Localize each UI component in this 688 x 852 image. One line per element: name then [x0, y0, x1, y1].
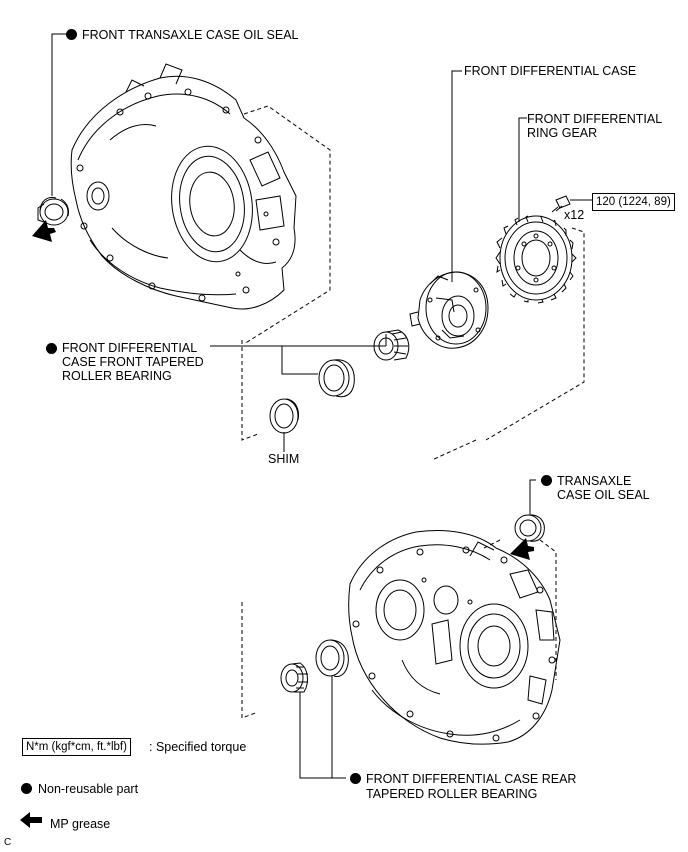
ring-gear-label-line2: RING GEAR [527, 126, 598, 140]
legend-non-reusable-label: Non-reusable part [38, 782, 139, 796]
rear-bearing-label-line2: TAPERED ROLLER BEARING [366, 787, 538, 801]
ring-gear-label-line1: FRONT DIFFERENTIAL [527, 112, 663, 126]
non-reusable-dot-icon [350, 773, 361, 784]
transaxle-oil-seal-label-line2: CASE OIL SEAL [557, 488, 650, 502]
shim-drawing [269, 398, 299, 434]
rear-bearing-race-drawing [315, 639, 349, 677]
front-bearing-label-line3: ROLLER BEARING [62, 369, 172, 383]
grease-arrow-icon [32, 220, 56, 242]
rear-oil-seal-drawing [514, 514, 545, 542]
front-bearing-label-line2: CASE FRONT TAPERED [62, 355, 204, 369]
front-transaxle-case-drawing [70, 63, 297, 310]
non-reusable-dot-icon [541, 475, 552, 486]
front-bearing-race-drawing [318, 359, 355, 398]
rear-bearing-label-line1: FRONT DIFFERENTIAL CASE REAR [366, 772, 577, 786]
legend-torque-box: N*m (kgf*cm, ft.*lbf) [22, 738, 131, 756]
ring-gear-bolt-drawing [551, 195, 571, 213]
grease-arrow-icon [510, 538, 534, 560]
transaxle-oil-seal-label-line1: TRANSAXLE [557, 474, 632, 488]
front-oil-seal-drawing [37, 197, 69, 226]
front-tapered-bearing-drawing [373, 329, 410, 361]
legend-non-reusable-dot-icon [21, 783, 32, 794]
legend-grease-arrow-icon [20, 812, 42, 828]
corner-mark: C [4, 837, 12, 848]
legend-torque-desc: : Specified torque [149, 740, 247, 754]
torque-spec-box: 120 (1224, 89) [592, 193, 675, 211]
ring-gear-drawing [495, 215, 577, 304]
rear-tapered-bearing-drawing [280, 662, 308, 693]
non-reusable-dot-icon [66, 29, 77, 40]
bolt-quantity-label: x12 [564, 208, 585, 222]
transaxle-case-drawing [348, 530, 561, 745]
non-reusable-dot-icon [46, 343, 57, 354]
assembly-guide-lines [241, 105, 585, 719]
front-differential-case-label: FRONT DIFFERENTIAL CASE [464, 64, 637, 78]
leader-lines [51, 33, 592, 779]
front-bearing-label-line1: FRONT DIFFERENTIAL [62, 341, 198, 355]
front-transaxle-oil-seal-label: FRONT TRANSAXLE CASE OIL SEAL [82, 28, 299, 42]
shim-label: SHIM [268, 452, 300, 466]
legend-mp-grease-label: MP grease [50, 817, 111, 831]
front-differential-case-drawing [409, 271, 489, 349]
